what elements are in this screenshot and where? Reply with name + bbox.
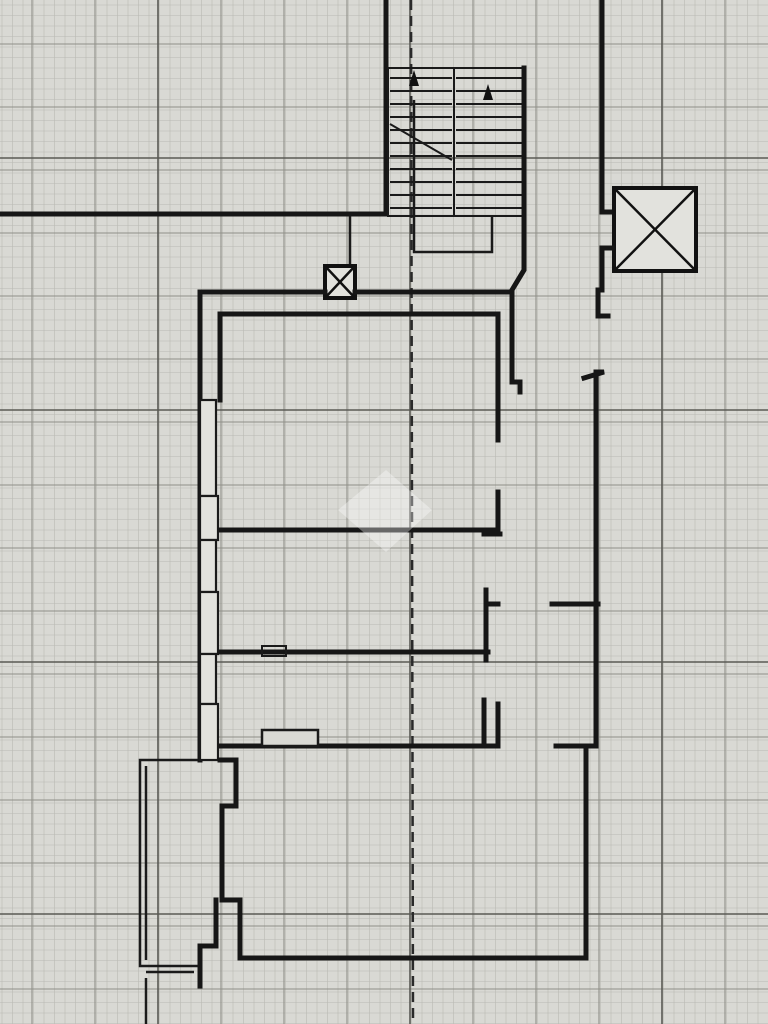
balcony-wall: [197, 897, 219, 989]
elevator-shaft: [595, 186, 698, 319]
lower-left-wall: [217, 757, 239, 903]
stair-break-line: [389, 123, 453, 161]
window-pier-3: [198, 702, 220, 762]
outer-top-right-wall: [352, 289, 523, 395]
watermark-logo: [338, 470, 432, 552]
window-pier-2: [198, 590, 220, 656]
staircase: [387, 65, 527, 294]
radiator-1: [261, 645, 287, 657]
stair-arrow-up-icon: [409, 70, 419, 86]
shaft-wall-stub: [595, 245, 615, 319]
window-3: [198, 652, 218, 706]
outer-top-left-wall: [197, 289, 328, 403]
center-axis-line: [409, 0, 415, 1024]
duct-shaft: [323, 216, 357, 300]
lower-room-wall: [219, 743, 589, 961]
upper-left-wall: [0, 0, 389, 217]
apartment-walls: [197, 289, 605, 989]
upper-boundary: [0, 0, 615, 217]
stair-arrow-icon: [483, 84, 493, 100]
upper-right-wall: [599, 0, 615, 215]
balcony: [138, 758, 198, 1024]
window-pier-1: [198, 494, 220, 542]
window-2: [198, 538, 218, 594]
stair-right-wall: [508, 65, 527, 294]
house-diamond-icon: [338, 470, 432, 552]
radiator-2: [260, 728, 320, 748]
window-1: [198, 398, 218, 498]
corridor-right-wall: [553, 369, 605, 749]
inner-top-wall: [217, 311, 501, 443]
balcony-railing: [138, 758, 198, 968]
stair-landing: [412, 100, 494, 254]
